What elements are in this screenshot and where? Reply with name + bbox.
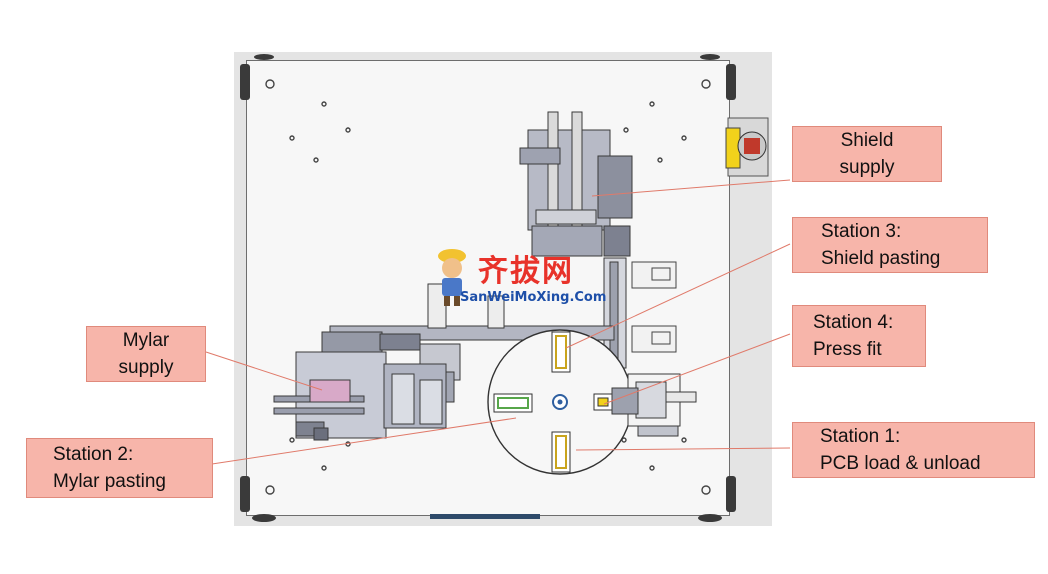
- callout-station-3-line2: Shield pasting: [821, 248, 941, 269]
- shield-feeder: [519, 111, 633, 369]
- mounting-holes: [265, 79, 711, 495]
- callout-mylar-supply-line2: supply: [118, 357, 174, 378]
- leader-lines: [205, 179, 791, 465]
- drive-motor: [725, 117, 769, 177]
- callout-station-1-line2: PCB load & unload: [820, 453, 981, 474]
- callout-shield-supply: Shield supply: [792, 126, 942, 182]
- callout-station-3: Station 3: Shield pasting: [792, 217, 988, 273]
- leveling-feet: [240, 54, 736, 522]
- rotary-table: [487, 329, 633, 475]
- watermark-site-text: SanWeiMoXing.Com: [460, 290, 607, 305]
- watermark: 齐拔网 SanWeiMoXing.Com: [428, 246, 628, 316]
- side-brackets: [631, 261, 677, 353]
- mylar-feeder: [273, 351, 447, 441]
- callout-station-2-line2: Mylar pasting: [53, 471, 166, 492]
- callout-shield-supply-line1: Shield: [840, 130, 894, 151]
- callout-mylar-supply-line1: Mylar: [122, 330, 170, 351]
- callout-station-4: Station 4: Press fit: [792, 305, 926, 367]
- callout-station-1-line1: Station 1:: [820, 426, 901, 447]
- callout-station-4-line1: Station 4:: [813, 312, 894, 333]
- press-fit-unit: [611, 373, 697, 437]
- callout-station-2-line1: Station 2:: [53, 444, 134, 465]
- callout-mylar-supply: Mylar supply: [86, 326, 206, 382]
- callout-station-4-line2: Press fit: [813, 339, 882, 360]
- callout-station-2: Station 2: Mylar pasting: [26, 438, 213, 498]
- watermark-chinese-text: 齐拔网: [478, 254, 574, 289]
- callout-shield-supply-line2: supply: [839, 157, 895, 178]
- mascot-icon: [438, 249, 466, 306]
- callout-station-1: Station 1: PCB load & unload: [792, 422, 1035, 478]
- callout-station-3-line1: Station 3:: [821, 221, 902, 242]
